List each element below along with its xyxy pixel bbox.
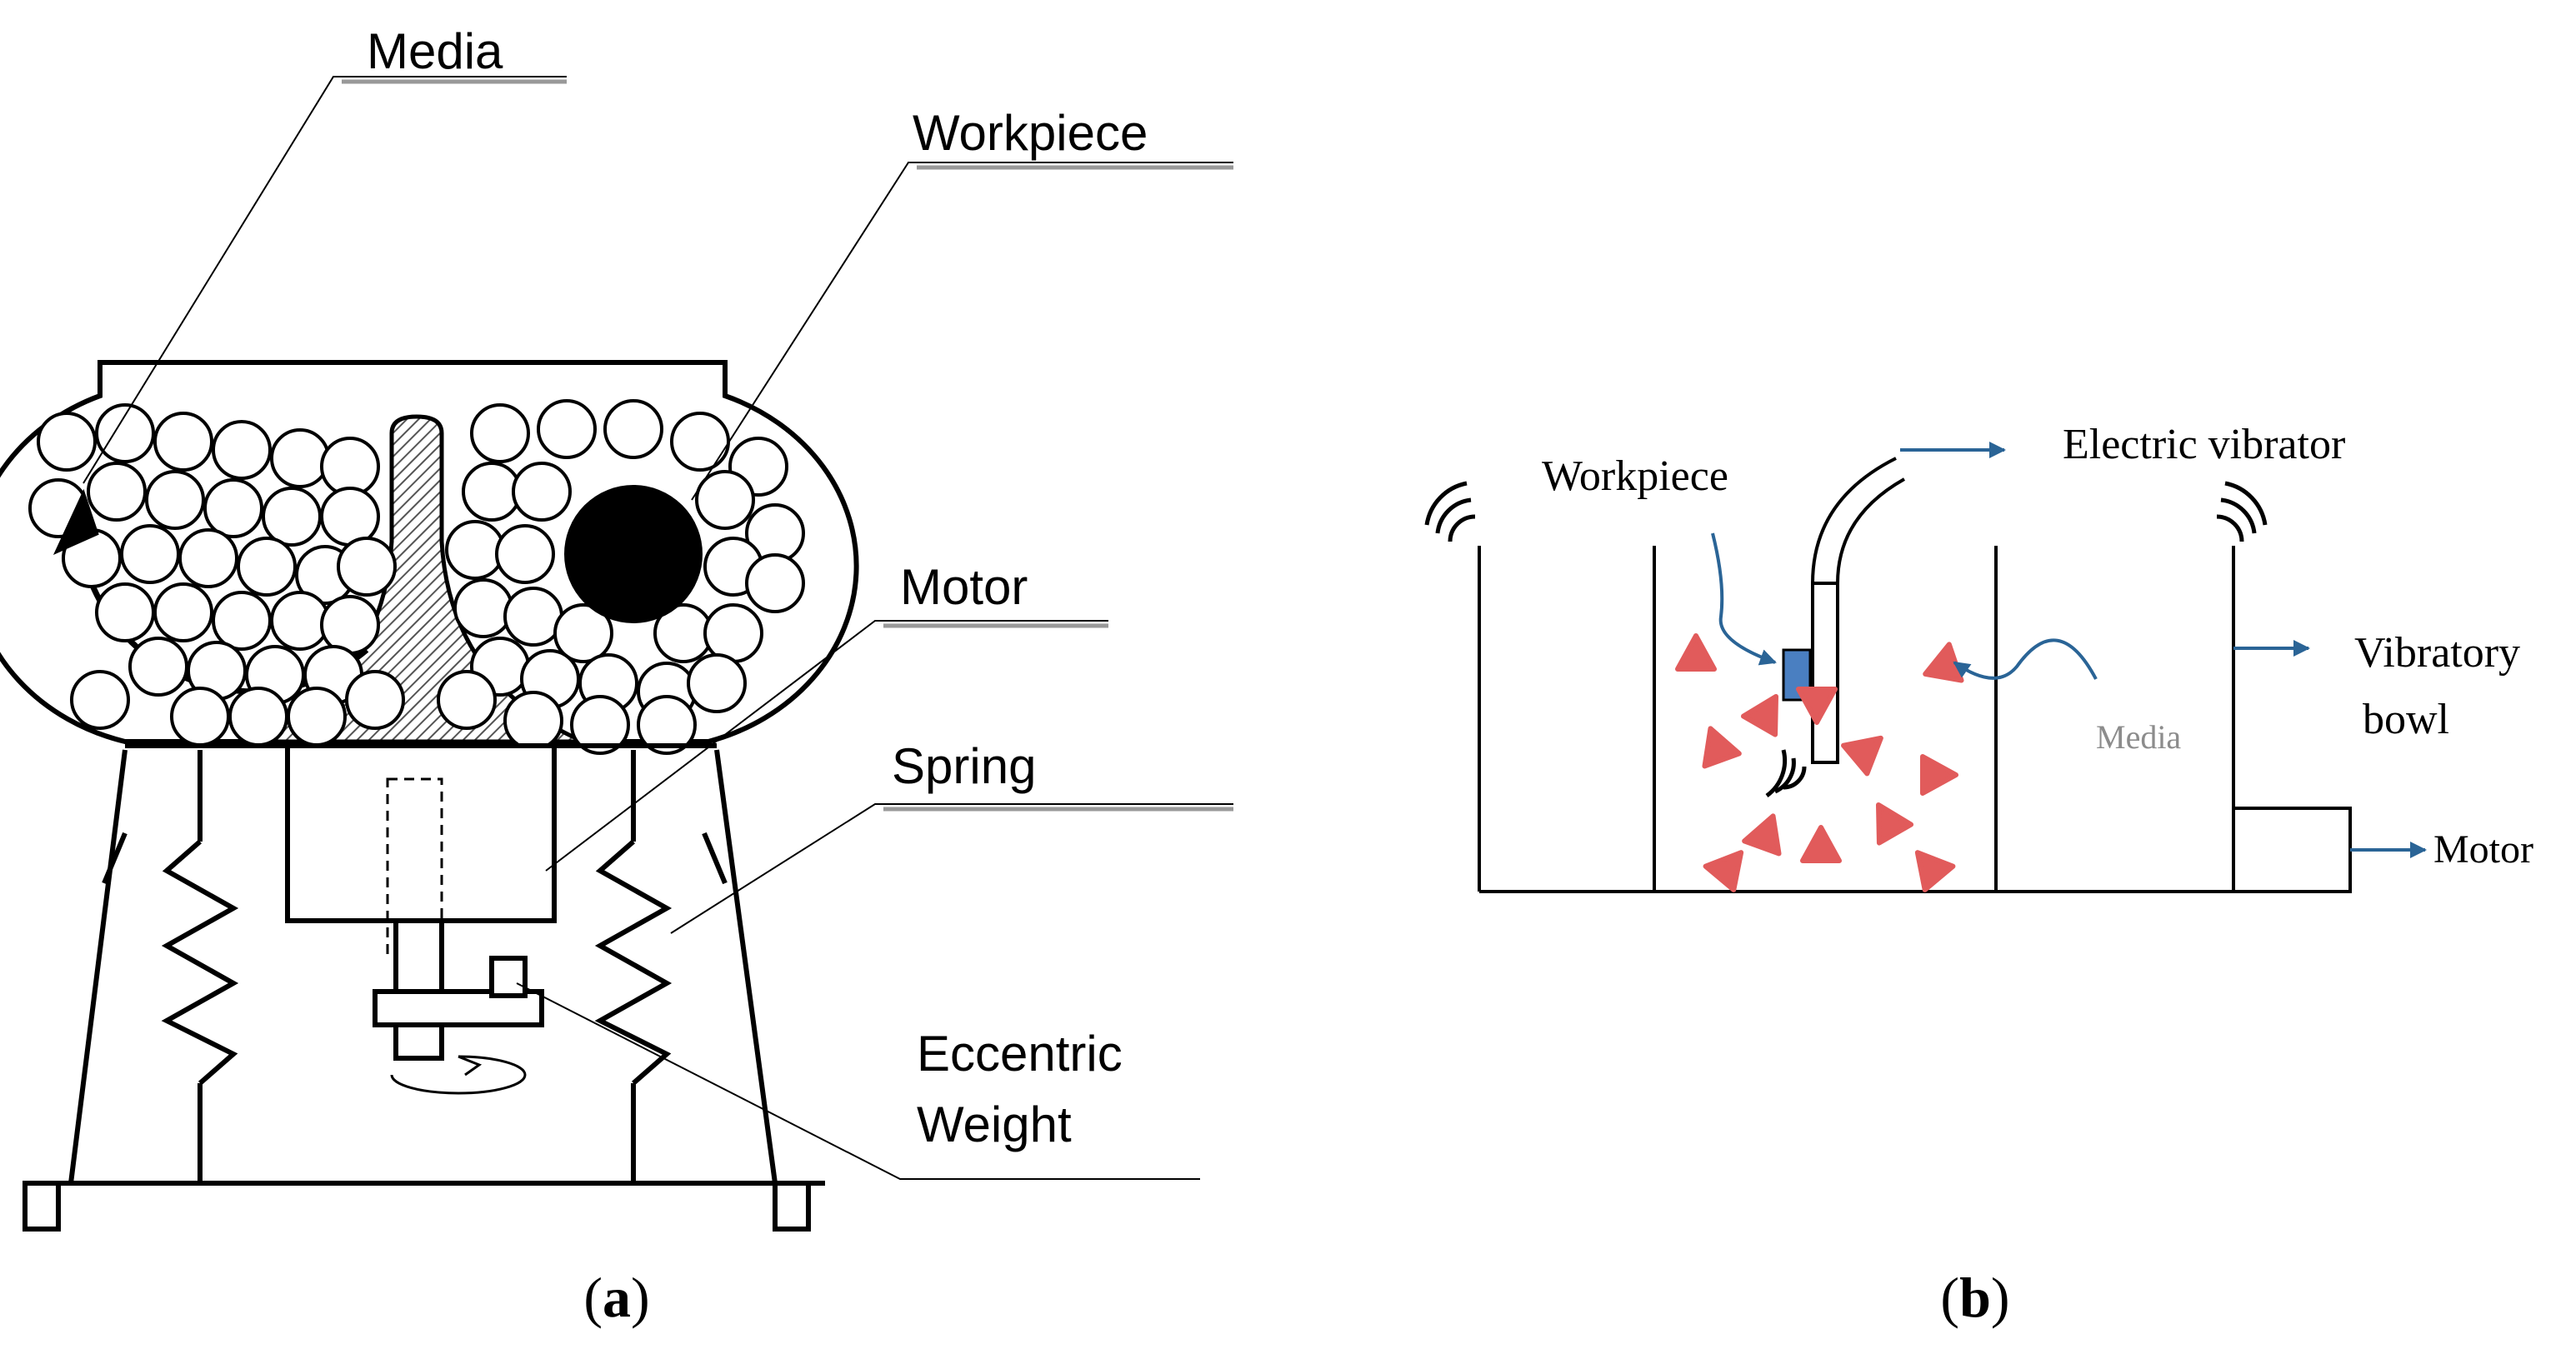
rotation-ellipse	[390, 1055, 527, 1095]
media-ball	[337, 537, 397, 597]
media-ball	[687, 653, 747, 713]
foot-right	[773, 1181, 811, 1232]
media-ball	[603, 399, 663, 459]
media-ball	[503, 587, 563, 647]
foot-left	[23, 1181, 61, 1232]
label-media-b: Media	[2096, 718, 2181, 756]
media-ball	[537, 399, 597, 459]
media-ball	[437, 670, 497, 730]
media-ball	[37, 412, 97, 472]
media-ball	[320, 595, 380, 655]
caption-a: (a)	[583, 1266, 649, 1329]
media-ball	[128, 637, 188, 697]
media-ball	[153, 582, 213, 642]
media-ball	[237, 537, 297, 597]
media-ball	[270, 591, 330, 651]
media-balls	[28, 399, 805, 755]
spring-right	[594, 839, 673, 1086]
panel-a-leaders	[83, 76, 1233, 1180]
media-triangle	[1740, 693, 1778, 737]
motor-box	[2232, 807, 2352, 893]
media-ball	[95, 403, 155, 463]
flow-arrowhead	[53, 488, 99, 555]
media-ball	[445, 520, 505, 580]
media-triangles	[1675, 633, 1964, 892]
media-ball	[470, 403, 530, 463]
label-spring-a: Spring	[892, 738, 1036, 794]
media-triangle	[1841, 735, 1883, 777]
label-weight: Weight	[917, 1097, 1072, 1152]
panel-a-diagram	[0, 360, 859, 1232]
media-triangle	[1923, 642, 1964, 683]
media-ball	[503, 691, 563, 751]
media-triangle	[1800, 825, 1842, 863]
media-triangle	[1703, 850, 1744, 892]
media-ball	[345, 670, 405, 730]
media-ball	[745, 553, 805, 613]
media-ball	[320, 437, 380, 497]
media-triangle	[1675, 633, 1717, 672]
media-ball	[228, 687, 288, 747]
media-triangle	[1914, 850, 1956, 892]
vibrator-rod	[1811, 582, 1839, 764]
media-ball	[670, 412, 730, 472]
media-ball	[212, 591, 272, 651]
media-ball	[95, 582, 155, 642]
leg-right	[714, 749, 778, 1184]
media-triangle	[1920, 754, 1958, 796]
label-workpiece-b: Workpiece	[1542, 452, 1728, 500]
media-ball	[262, 487, 322, 547]
media-ball	[153, 412, 213, 472]
label-media-a: Media	[367, 23, 503, 79]
media-ball	[70, 670, 130, 730]
label-vibratory: Vibratory	[2354, 629, 2520, 677]
media-ball	[212, 420, 272, 480]
media-ball	[170, 687, 230, 747]
media-ball	[637, 695, 697, 755]
media-ball	[120, 524, 180, 584]
media-triangle	[1702, 726, 1742, 769]
media-triangle	[1742, 813, 1782, 857]
caption-b: (b)	[1940, 1266, 2009, 1329]
label-motor-b: Motor	[2433, 827, 2533, 872]
label-workpiece-a: Workpiece	[913, 105, 1148, 161]
spring-left	[161, 839, 239, 1086]
panel-b-diagram	[1424, 457, 2352, 893]
media-ball	[512, 462, 572, 522]
media-ball	[178, 528, 238, 588]
media-ball	[553, 603, 613, 663]
label-motor-a: Motor	[900, 559, 1028, 615]
media-ball	[287, 687, 347, 747]
media-ball	[570, 695, 630, 755]
vibrator-cable	[1811, 457, 1897, 584]
label-bowl: bowl	[2363, 696, 2449, 743]
label-electric-vibrator: Electric vibrator	[2063, 421, 2345, 468]
media-ball	[320, 487, 380, 547]
workpiece-disc	[564, 485, 703, 623]
media-ball	[495, 524, 555, 584]
media-ball	[695, 470, 755, 530]
media-triangle	[1796, 687, 1838, 725]
panel-b-arrows	[1711, 442, 2427, 858]
eccentric-block	[489, 956, 528, 998]
media-triangle	[1876, 802, 1914, 846]
motor-housing	[285, 743, 557, 923]
media-ball	[145, 470, 205, 530]
leg-left	[68, 749, 128, 1184]
media-ball	[270, 428, 330, 488]
media-ball	[703, 603, 763, 663]
label-eccentric: Eccentric	[917, 1026, 1123, 1082]
media-ball	[453, 578, 513, 638]
panel-a-leader-underlines	[342, 79, 1233, 812]
media-ball	[203, 478, 263, 538]
media-ball	[87, 462, 147, 522]
media-ball	[462, 462, 522, 522]
